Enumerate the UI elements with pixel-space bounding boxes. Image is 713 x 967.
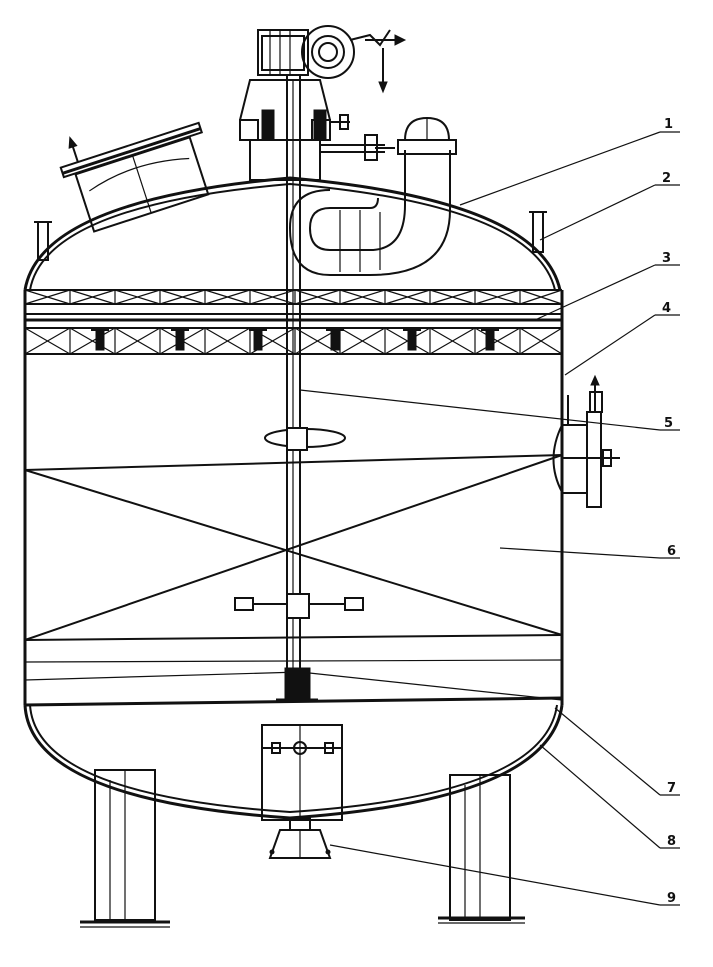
- bottom-bracket: [261, 724, 343, 821]
- callout-2: 2: [662, 171, 671, 186]
- callout-4: 4: [662, 301, 671, 316]
- callout-5: 5: [664, 416, 673, 431]
- manhole: [59, 121, 210, 233]
- support-legs: [80, 769, 525, 928]
- callout-labels: 1 2 3 4 5 6 7 8 9: [662, 117, 676, 906]
- callout-1: 1: [664, 117, 673, 132]
- agitator-shaft: [234, 75, 364, 702]
- drive-assembly: [239, 25, 407, 181]
- callout-9: 9: [667, 891, 676, 906]
- lifting-lugs: [34, 211, 547, 261]
- u-pipe: [288, 116, 457, 276]
- callout-7: 7: [667, 781, 676, 796]
- side-nozzle: [552, 374, 620, 508]
- bottom-outlet-valve: [268, 817, 332, 859]
- callout-8: 8: [667, 834, 676, 849]
- callout-6: 6: [667, 544, 676, 559]
- left-leg: [80, 769, 170, 928]
- vessel-shell: [23, 176, 564, 820]
- leader-lines: [299, 131, 680, 906]
- callout-3: 3: [662, 251, 671, 266]
- right-leg: [438, 774, 525, 924]
